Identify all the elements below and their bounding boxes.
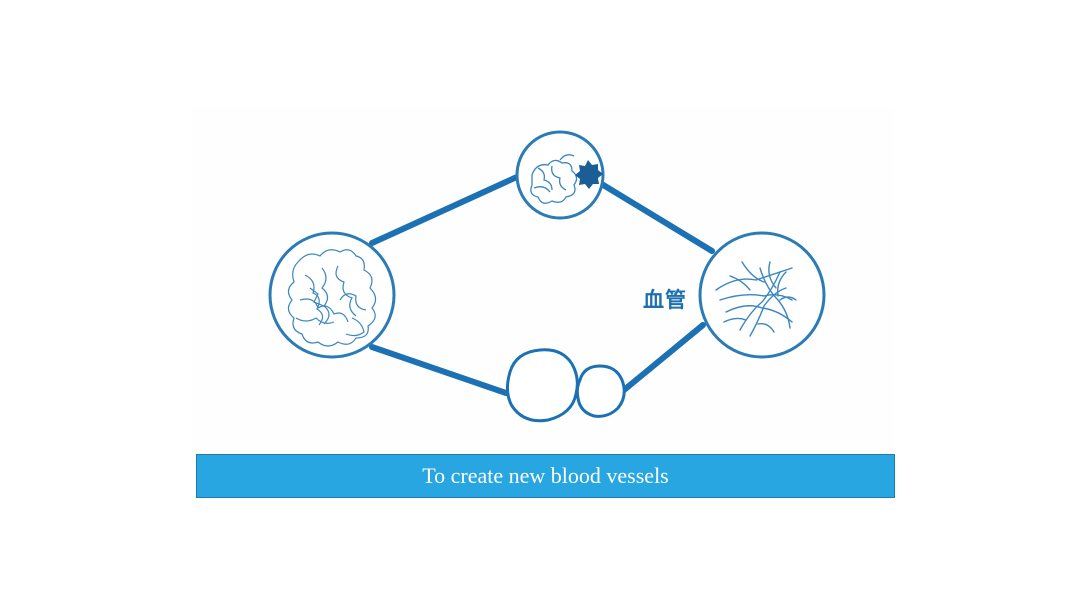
connector-left-bottom [369, 344, 509, 396]
cell-cluster-node-icon [515, 130, 605, 220]
caption-text: To create new blood vessels [422, 463, 669, 488]
blood-vessel-node-icon [698, 231, 826, 359]
connector-bottom-right [621, 322, 706, 393]
connector-left-top [369, 173, 522, 246]
star-blob-icon [575, 160, 603, 189]
caption-bar: To create new blood vessels [196, 454, 895, 498]
cell-division-node-icon [505, 348, 626, 423]
vessel-label: 血管 [643, 288, 687, 312]
protein-node-icon [268, 231, 396, 359]
connector-top-right [597, 180, 715, 254]
